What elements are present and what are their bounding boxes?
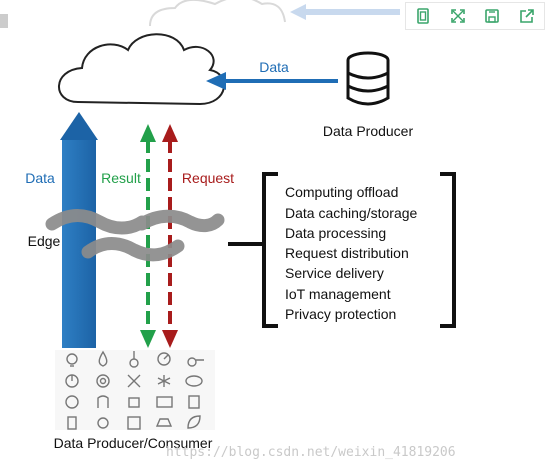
service-item: Privacy protection bbox=[285, 306, 396, 322]
service-item: Data processing bbox=[285, 225, 386, 241]
copy-icon bbox=[417, 8, 430, 24]
services-list: Computing offload Data caching/storage D… bbox=[285, 184, 418, 322]
save-button[interactable] bbox=[481, 5, 503, 27]
ring-icon bbox=[65, 395, 79, 409]
key-icon bbox=[187, 357, 204, 367]
fan-icon bbox=[127, 374, 141, 388]
previous-figure-strip bbox=[0, 0, 546, 34]
cloud-shape bbox=[58, 33, 226, 106]
device-icon-grid bbox=[55, 350, 215, 430]
socket-icon bbox=[188, 395, 200, 409]
cloud-data-label: Data bbox=[259, 59, 289, 75]
drop-icon bbox=[98, 350, 108, 367]
thermometer-icon bbox=[129, 351, 139, 368]
car-icon bbox=[155, 418, 173, 427]
request-arrow bbox=[162, 124, 178, 348]
fullscreen-button[interactable] bbox=[447, 5, 469, 27]
services-bracket-right bbox=[440, 172, 456, 328]
eye-icon bbox=[185, 375, 203, 387]
services-bracket-left bbox=[262, 172, 278, 328]
service-item: Request distribution bbox=[285, 245, 409, 261]
camera-icon bbox=[96, 374, 110, 388]
door-icon bbox=[97, 395, 109, 408]
edge-label: Edge bbox=[28, 233, 61, 249]
power-icon bbox=[65, 374, 79, 388]
fullscreen-icon bbox=[450, 9, 465, 23]
consumer-label: Data Producer/Consumer bbox=[54, 435, 213, 451]
share-button[interactable] bbox=[516, 5, 538, 27]
result-arrow bbox=[140, 124, 156, 348]
save-icon bbox=[485, 9, 500, 23]
tv-icon bbox=[156, 396, 173, 408]
share-icon bbox=[519, 9, 534, 23]
data-upload-arrow bbox=[60, 112, 98, 348]
lock-icon bbox=[128, 397, 140, 408]
leaf-icon bbox=[187, 415, 201, 429]
service-item: Data caching/storage bbox=[285, 205, 418, 221]
copy-button[interactable] bbox=[412, 5, 434, 27]
service-item: Computing offload bbox=[285, 184, 398, 200]
producer-label: Data Producer bbox=[323, 123, 414, 139]
washer-icon bbox=[127, 416, 141, 430]
result-label: Result bbox=[101, 170, 141, 186]
gauge-icon bbox=[157, 352, 171, 366]
data-label: Data bbox=[25, 170, 55, 186]
watermark-url: https://blog.csdn.net/weixin_41819206 bbox=[166, 445, 456, 460]
service-item: IoT management bbox=[285, 286, 391, 302]
database-icon bbox=[346, 51, 390, 106]
request-label: Request bbox=[182, 170, 234, 186]
edge-band bbox=[45, 209, 225, 262]
side-marker bbox=[0, 14, 8, 28]
service-item: Service delivery bbox=[285, 265, 384, 281]
producer-to-cloud-arrow bbox=[206, 72, 338, 90]
faded-cloud-fragment bbox=[149, 0, 400, 27]
phone-icon bbox=[67, 416, 77, 430]
bulb-icon bbox=[66, 353, 78, 367]
image-toolbar bbox=[405, 2, 545, 30]
snowflake-icon bbox=[157, 375, 171, 387]
sensor-icon bbox=[97, 417, 109, 429]
